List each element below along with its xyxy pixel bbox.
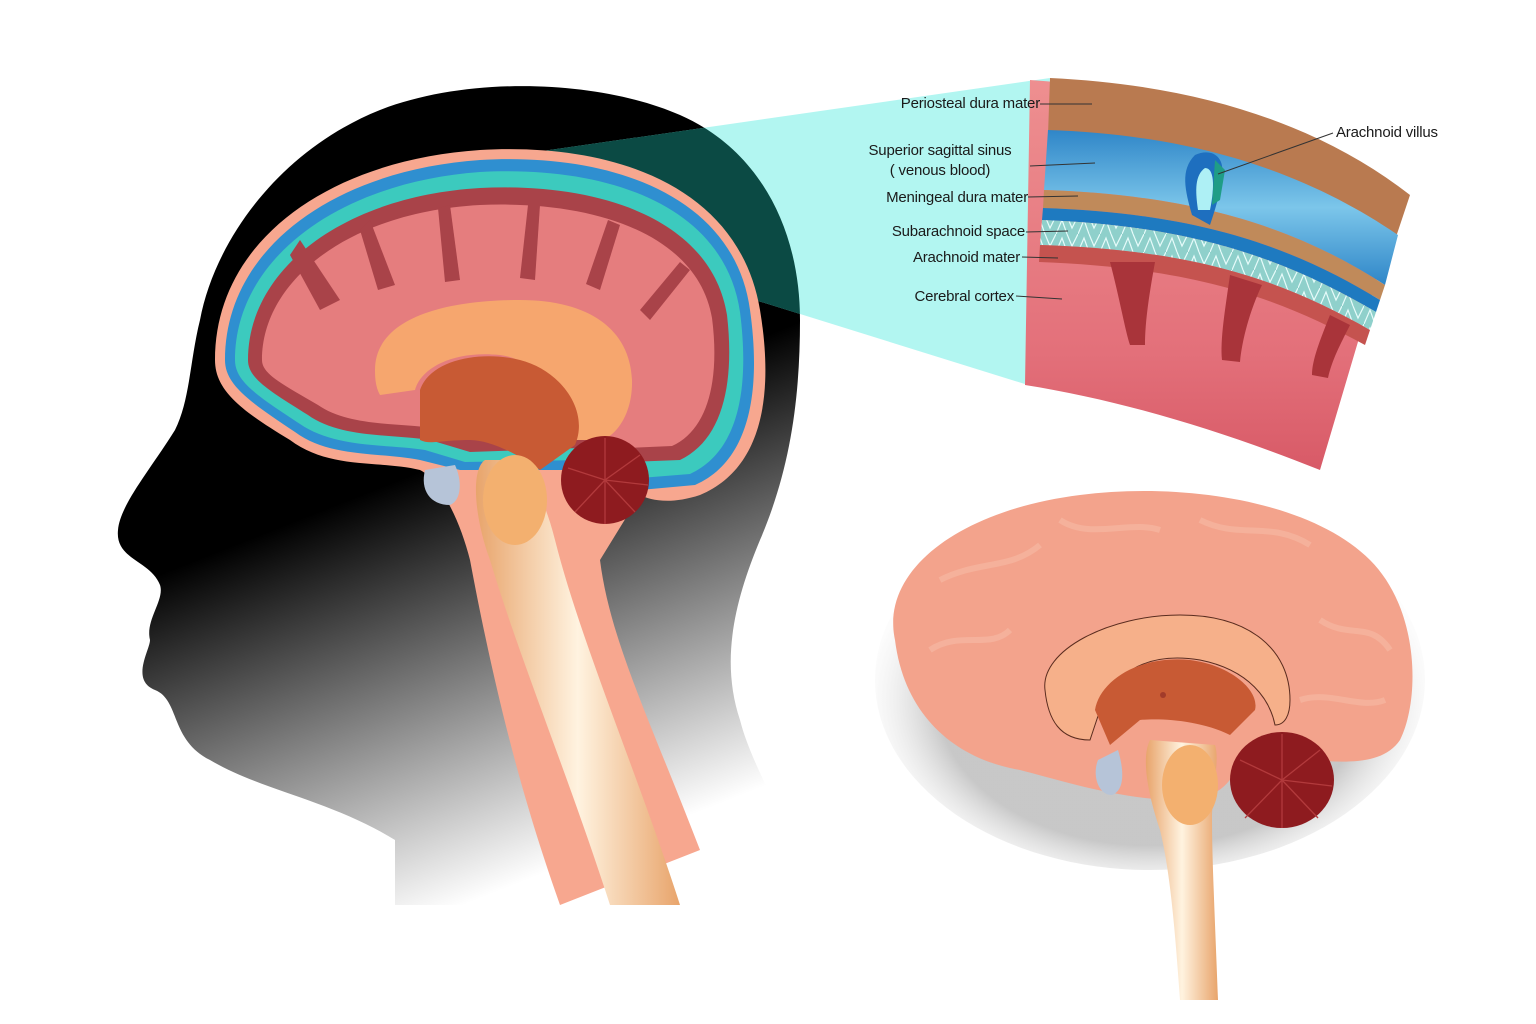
- medial-brain-view: [875, 490, 1425, 1000]
- label-arachnoid-villus: Arachnoid villus: [1336, 124, 1438, 141]
- label-periosteal-dura-mater: Periosteal dura mater: [900, 95, 1040, 112]
- label-cerebral-cortex: Cerebral cortex: [914, 288, 1014, 305]
- label-meningeal-dura-mater: Meningeal dura mater: [886, 189, 1028, 206]
- zoom-beam: [480, 78, 1050, 385]
- label-venous-blood: ( venous blood): [889, 162, 991, 179]
- detail-inset: [1025, 78, 1410, 470]
- label-arachnoid-mater: Arachnoid mater: [912, 249, 1020, 266]
- leader-lines: [1015, 103, 1334, 300]
- label-subarachnoid-space: Subarachnoid space: [891, 223, 1025, 240]
- head-brain-section: [215, 149, 766, 905]
- label-superior-sagittal-sinus: Superior sagittal sinus: [868, 142, 1012, 159]
